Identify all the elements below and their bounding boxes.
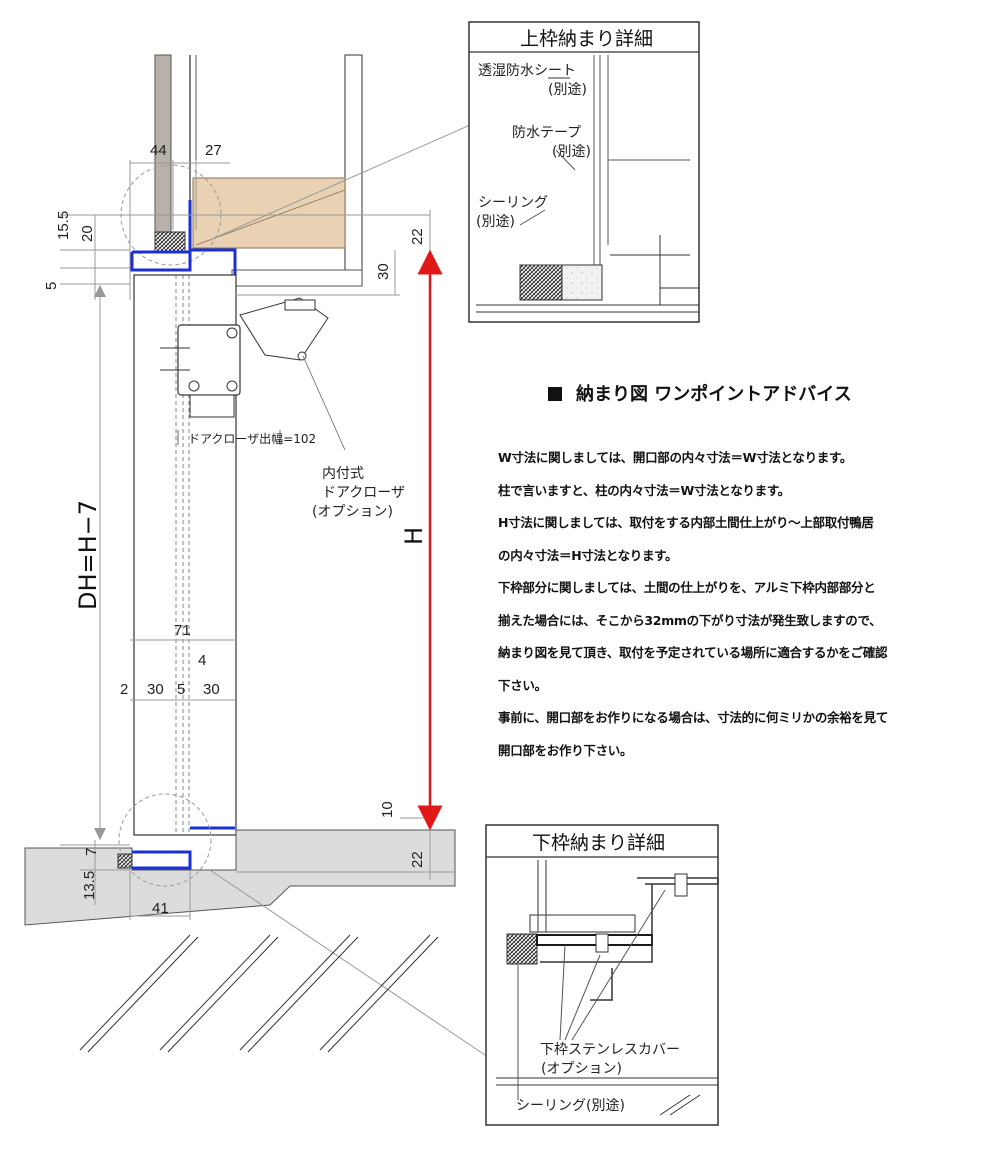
dim-22-bottom: 22: [409, 851, 426, 868]
dim-71: 71: [174, 622, 191, 639]
advice-line: の内々寸法＝H寸法となります。: [498, 547, 678, 563]
dim-5-mid: 5: [177, 681, 185, 698]
top-tape-label: 防水テープ: [512, 125, 581, 141]
advice-line: 下さい。: [498, 677, 547, 693]
dim-30-right: 30: [375, 263, 392, 280]
floor-slab: [24, 793, 486, 1056]
top-detail-title: 上枠納まり詳細: [520, 28, 653, 50]
advice-title-text: 納まり図 ワンポイントアドバイス: [576, 384, 852, 405]
advice-line: 下枠部分に関しましては、土間の仕上がりを、アルミ下枠内部部分と: [498, 580, 876, 595]
dim-30-b: 30: [203, 681, 220, 698]
dim-44: 44: [150, 142, 167, 159]
advice-line: 事前に、開口部をお作りになる場合は、寸法的に何ミリかの余裕を見て: [498, 710, 889, 725]
closer-width-label: ドアクローザ出幅=102: [188, 431, 316, 446]
dim-15-5: 15.5: [55, 211, 72, 240]
dim-h: H: [400, 527, 428, 545]
square-bullet-icon: [548, 387, 562, 401]
advice-line: W寸法に関しましては、開口部の内々寸法＝W寸法となります。: [498, 450, 853, 465]
dim-2: 2: [120, 681, 128, 698]
top-frame: [130, 200, 237, 294]
dim-10: 10: [379, 801, 396, 818]
dim-7: 7: [83, 848, 100, 856]
top-sheet-label: 透湿防水シート: [478, 63, 576, 79]
dim-30-a: 30: [147, 681, 164, 698]
bottom-detail-box: [485, 824, 719, 1126]
top-sheet-note: (別途): [548, 81, 587, 98]
advice-line: 納まり図を見て頂き、取付を予定されている場所に適合するかをご確認: [498, 645, 888, 660]
bottom-detail-title: 下枠納まり詳細: [532, 832, 665, 854]
dim-41: 41: [152, 900, 169, 917]
advice-heading: 納まり図 ワンポイントアドバイス: [548, 380, 968, 406]
upper-structure: [154, 54, 363, 287]
dim-4: 4: [198, 652, 206, 669]
dim-22-top: 22: [409, 228, 426, 245]
advice-section: 納まり図 ワンポイントアドバイス W寸法に関しましては、開口部の内々寸法＝W寸法…: [498, 380, 968, 767]
dim-5: 5: [43, 282, 60, 290]
advice-line: 揃えた場合には、そこから32mmの下がり寸法が発生致しますので、: [498, 612, 882, 628]
bottom-cover-label: 下枠ステンレスカバー: [540, 1042, 680, 1058]
top-tape-note: (別途): [552, 143, 591, 160]
advice-line: H寸法に関しましては、取付をする内部土間仕上がり～上部取付鴨居: [498, 515, 874, 530]
top-detail-box: [468, 21, 700, 323]
bottom-cover-note: (オプション): [541, 1061, 622, 1077]
top-sealing-note: (別途): [476, 213, 515, 230]
advice-line: 柱で言いますと、柱の内々寸法＝W寸法となります。: [498, 482, 790, 498]
dim-13-5: 13.5: [81, 871, 98, 900]
closer-name-2: ドアクローザ: [322, 485, 405, 501]
dim-27: 27: [205, 142, 222, 159]
bottom-sealing-label: シーリング(別途): [516, 1097, 625, 1114]
door-closer: [160, 297, 346, 451]
top-sealing-label: シーリング: [478, 195, 548, 211]
closer-name-3: (オプション): [312, 504, 393, 520]
dim-dh: DH=H−7: [74, 500, 102, 610]
advice-line: 開口部をお作り下さい。: [498, 742, 633, 758]
dim-20: 20: [79, 225, 96, 242]
closer-name-1: 内付式: [322, 466, 364, 482]
